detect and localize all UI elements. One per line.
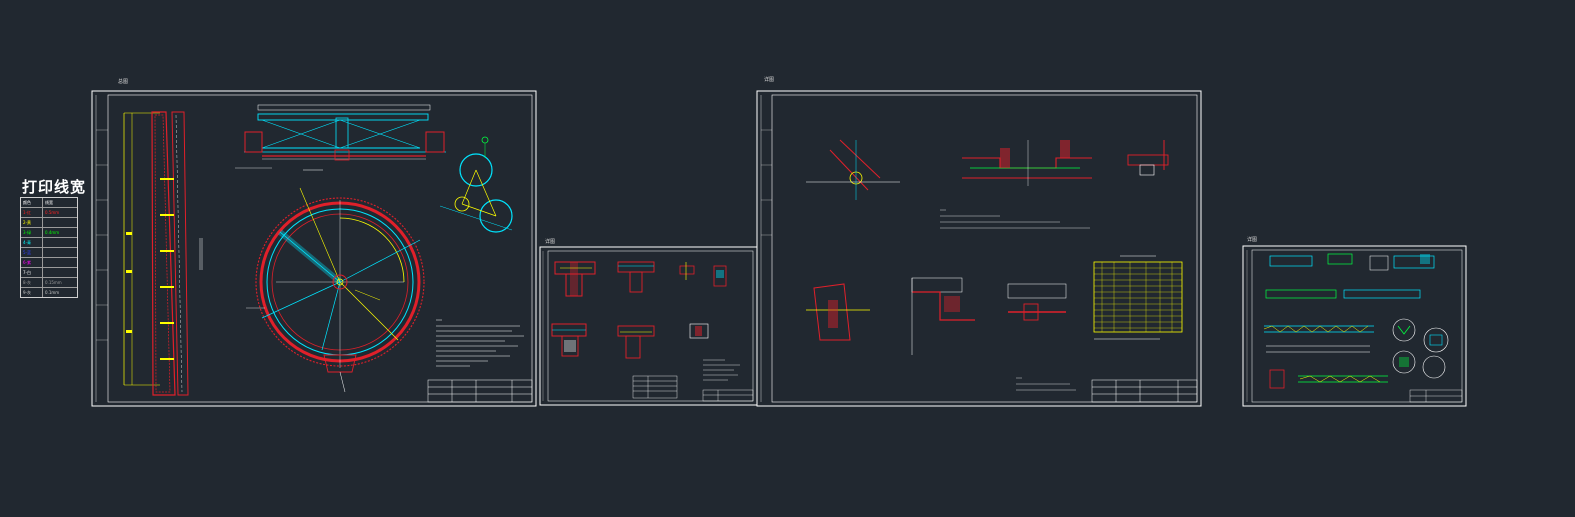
legend-header-width: 线宽 [45,200,53,205]
sheet-2-notes [703,359,740,381]
legend-color-name: 1-红 [21,208,43,217]
legend-line-width: 0.5mm [45,210,60,215]
sheet-4-details [1263,253,1449,389]
rebar-table [1093,255,1183,340]
sheet-4-label: 详图 [1247,237,1258,243]
legend-row: 6-紫 [21,258,77,268]
sheet-1-notes [436,319,524,367]
legend-color-name: 6-紫 [21,258,43,267]
sheet-4[interactable] [1242,245,1467,407]
legend-color-name: 2-黄 [21,218,43,227]
legend-color-name: 9-灰 [21,288,43,297]
legend-row: 4-青 [21,238,77,248]
clarifier-plan-drawing [246,187,425,393]
wheel-detail-drawing [439,136,513,233]
legend-row: 7-白 [21,268,77,278]
sheet-3-details [806,139,1169,355]
sheet-2-title-block [702,389,754,402]
sheet-3[interactable] [756,90,1202,407]
legend-line-width: 0.15mm [45,280,62,285]
legend-color-name: 4-青 [21,238,43,247]
legend-row: 2-黄 [21,218,77,228]
sheet-3-label: 详图 [764,77,775,83]
sheet-3-title-block [1091,379,1198,403]
sheet-3-notes [940,209,1090,391]
sheet-1-label: 总图 [118,79,129,85]
wall-section-drawing [123,111,203,396]
sheet-4-title-block [1409,389,1463,403]
sheet-2-details [551,261,727,359]
sheet-2[interactable] [539,246,758,406]
legend-line-width: 0.4mm [45,230,60,235]
sheet-2-label: 详图 [545,239,556,245]
legend-color-name: 7-白 [21,268,43,277]
sheet-1-title-block [427,379,533,403]
legend-line-width: 0.1mm [45,290,60,295]
sheet-2-table [632,375,678,399]
legend-color-name: 3-绿 [21,228,43,237]
legend-header-color: 颜色 [21,198,43,207]
sheet-1[interactable] [91,90,537,407]
legend-color-name: 5-蓝 [21,248,43,257]
legend-header-row: 颜色线宽 [21,198,77,208]
legend-row: 5-蓝 [21,248,77,258]
bridge-elevation-drawing [235,104,446,171]
legend-title: 打印线宽 [22,178,87,196]
legend-color-name: 8-灰 [21,278,43,287]
